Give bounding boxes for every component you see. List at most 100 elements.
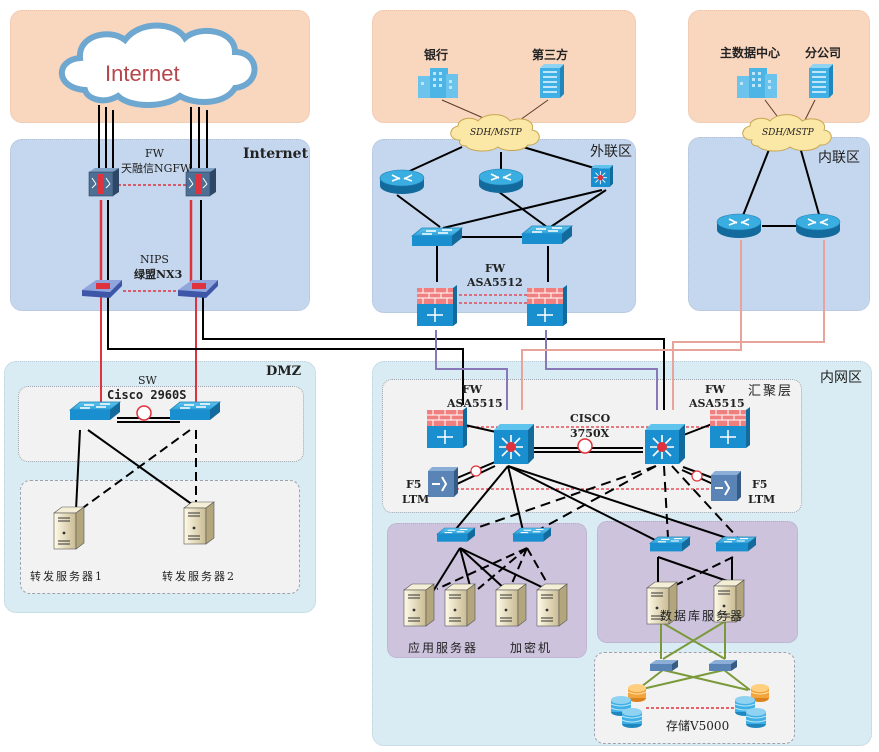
extranet-core-link-right: [545, 330, 658, 410]
sdh-cloud-extranet: [450, 114, 540, 152]
extranet-fw-ha-link: [454, 294, 528, 304]
san-switch-left[interactable]: [650, 660, 678, 671]
storage-label: 存储V5000: [666, 719, 730, 733]
third-party-building-icon: [540, 64, 564, 98]
lb-right-ring: [691, 470, 703, 482]
dmz-server-1-label: 转发服务器1: [30, 570, 104, 583]
extranet-fw-right[interactable]: [526, 284, 568, 327]
extranet-fw-line1: FW: [485, 262, 506, 275]
storage-left[interactable]: [610, 683, 647, 729]
db-switch-left[interactable]: [649, 536, 691, 552]
lan-fw-left-line1: FW: [462, 383, 483, 396]
lan-fw-right-line1: FW: [705, 383, 726, 396]
internet-fw-line2: 天融信NGFW: [121, 162, 192, 175]
dmz-switch-left[interactable]: [69, 401, 121, 421]
app-switch-left[interactable]: [436, 527, 476, 543]
intranet-links: [741, 146, 821, 227]
internal-orgs-zone: [688, 10, 870, 123]
site-main-dc-label: 主数据中心: [720, 46, 781, 60]
internet-fw-line1: FW: [145, 147, 164, 160]
dmz-sw-line1: SW: [138, 374, 157, 387]
nips-right[interactable]: [178, 280, 218, 298]
intranet-link-zone-label: 内联区: [818, 150, 860, 166]
lb-right-line1: F5: [752, 478, 768, 491]
internet-cloud: [58, 22, 258, 108]
extranet-core-link-left: [435, 330, 508, 410]
sdh-cloud-intranet: [742, 114, 832, 152]
san-links: [636, 621, 751, 691]
lb-left-line2: LTM: [402, 493, 430, 506]
internet-cloud-label: Internet: [105, 61, 180, 86]
extranet-switch-left[interactable]: [411, 227, 463, 247]
internet-zone-label: Internet: [243, 146, 309, 162]
aggregation-zone-label: 汇聚层: [748, 384, 794, 399]
extranet-fw-left[interactable]: [416, 284, 458, 327]
extranet-router-2[interactable]: [478, 168, 524, 194]
dmz-switch-right[interactable]: [169, 401, 221, 421]
app-switch-right[interactable]: [512, 527, 552, 543]
intranet-router-left[interactable]: [716, 213, 762, 239]
extranet-fw-line2: ASA5512: [467, 276, 523, 289]
db-servers-label: 数据库服务器: [660, 609, 745, 623]
extranet-l3-switch[interactable]: [590, 164, 614, 188]
intranet-router-right[interactable]: [795, 213, 841, 239]
lb-left[interactable]: [427, 466, 459, 498]
encryptor-2[interactable]: [536, 583, 568, 627]
dmz-server-2-label: 转发服务器2: [162, 570, 236, 583]
dmz-server-2[interactable]: [183, 501, 215, 545]
dmz-server-links: [75, 429, 197, 511]
db-switch-right[interactable]: [715, 536, 757, 552]
nips-line1: NIPS: [140, 253, 169, 266]
extranet-router-1[interactable]: [379, 169, 425, 195]
fw-nips-black-links: [107, 200, 202, 285]
lb-right[interactable]: [710, 470, 742, 502]
db-server-links: [657, 556, 734, 586]
sdh-intranet-label: SDH/MSTP: [762, 128, 814, 138]
dmz-sw-line2: Cisco 2960S: [107, 388, 187, 402]
branch-building-icon: [809, 64, 833, 98]
core-stack-ring: [577, 438, 593, 454]
dmz-stack-ring: [136, 405, 152, 421]
intranet-core-link-right: [672, 240, 825, 410]
lb-left-ring: [470, 465, 482, 477]
lan-fw-left[interactable]: [426, 406, 468, 449]
app-server-1[interactable]: [403, 583, 435, 627]
core-switch-left[interactable]: [493, 423, 535, 465]
extranet-switch-right[interactable]: [521, 225, 573, 245]
storage-right[interactable]: [734, 683, 770, 729]
core-switch-right[interactable]: [644, 423, 686, 465]
intranet-core-link-left: [521, 240, 742, 410]
nips-line2: 绿盟NX3: [134, 268, 183, 281]
internet-fw-left[interactable]: [88, 167, 120, 197]
lb-right-line2: LTM: [748, 493, 776, 506]
encryptor-1[interactable]: [495, 583, 527, 627]
internet-zone: [10, 139, 310, 311]
lan-fw-right-line2: ASA5515: [689, 397, 745, 410]
fw-nips-red-links: [99, 200, 193, 285]
core-line2: 3750X: [570, 427, 610, 440]
db-server-group: [597, 521, 798, 643]
lan-fw-right[interactable]: [709, 406, 751, 449]
site-branch-label: 分公司: [805, 46, 842, 60]
nips-dmz-links: [100, 297, 197, 405]
bank-building-icon: [418, 68, 458, 98]
extranet-links: [396, 146, 607, 282]
site-links: [441, 99, 816, 121]
app-servers-label: 应用服务器: [408, 641, 479, 655]
app-server-links: [431, 547, 551, 594]
app-server-2[interactable]: [444, 583, 476, 627]
main-dc-building-icon: [737, 68, 777, 98]
extranet-zone-label: 外联区: [590, 144, 632, 160]
dmz-server-1[interactable]: [53, 506, 85, 550]
internet-uplinks: [98, 105, 208, 175]
san-switch-right[interactable]: [709, 660, 737, 671]
dmz-zone-label: DMZ: [266, 364, 302, 379]
core-line1: CISCO: [570, 412, 611, 425]
nips-left[interactable]: [82, 280, 122, 298]
dmz-switch-group: [18, 386, 304, 462]
nips-core-link-left: [107, 297, 464, 405]
lan-zone-label: 内网区: [820, 370, 862, 386]
nips-core-link-right: [202, 297, 665, 410]
sdh-extranet-label: SDH/MSTP: [470, 128, 522, 138]
